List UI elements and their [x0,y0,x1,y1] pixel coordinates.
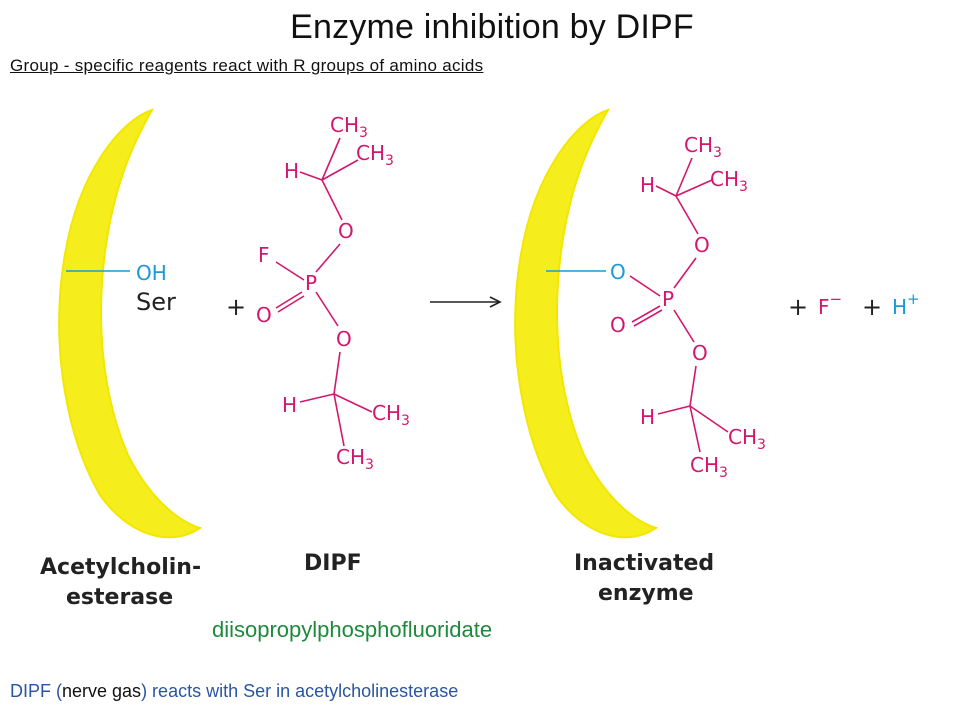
enzyme-shape-right [514,108,659,539]
prod-ch3-b: CH3 [710,167,748,195]
dipf-f: F [258,243,270,267]
prod-o-bottom: O [692,341,708,365]
product-phosphoryl: CH3 CH3 H O P O O H CH3 CH3 [610,133,766,481]
prod-h-bottom: H [640,405,655,429]
prod-o-double: O [610,313,626,337]
dipf-h-top: H [284,159,299,183]
reaction-arrow [430,296,502,308]
footer-nerve-gas: nerve gas [62,681,142,701]
dipf-full-name: diisopropylphosphofluoridate [212,617,493,642]
footer-part-1: DIPF ( [10,681,62,701]
serine-label: Ser [136,288,176,316]
byproducts: + F− + H+ [788,290,920,321]
enzyme-label-line2: esterase [66,585,173,610]
plus-sign-3: + [862,293,882,321]
plus-sign-1: + [226,293,246,321]
proton: H+ [892,290,920,319]
enzyme-shape-left [58,108,203,539]
prod-ch3-c: CH3 [728,425,766,453]
footer-part-3: ) reacts with Ser in acetylcholinesteras… [141,681,459,701]
enzyme-label-line1: Acetylcholin- [40,555,201,580]
dipf-o-bottom: O [336,327,352,351]
plus-sign-2: + [788,293,808,321]
hydroxyl-label: OH [136,261,167,285]
product-o-link: O [610,260,626,284]
prod-h-top: H [640,173,655,197]
product-label-line2: enzyme [598,581,694,606]
dipf-molecule: CH3 CH3 H O F P O O H CH3 CH3 [256,113,410,473]
dipf-o-top: O [338,219,354,243]
product-label-line1: Inactivated [574,551,714,576]
dipf-label: DIPF [304,551,362,576]
dipf-ch3-c: CH3 [372,401,410,429]
prod-ch3-a: CH3 [684,133,722,161]
fluoride-ion: F− [818,290,842,319]
dipf-ch3-d: CH3 [336,445,374,473]
dipf-p: P [305,271,317,295]
dipf-ch3-b: CH3 [356,141,394,169]
prod-p: P [662,287,674,311]
page-title: Enzyme inhibition by DIPF [290,8,694,46]
footer-note: DIPF (nerve gas) reacts with Ser in acet… [10,681,458,702]
prod-o-top: O [694,233,710,257]
subtitle: Group - specific reagents react with R g… [10,56,484,75]
dipf-o-double: O [256,303,272,327]
dipf-h-bottom: H [282,393,297,417]
prod-ch3-d: CH3 [690,453,728,481]
dipf-ch3-a: CH3 [330,113,368,141]
